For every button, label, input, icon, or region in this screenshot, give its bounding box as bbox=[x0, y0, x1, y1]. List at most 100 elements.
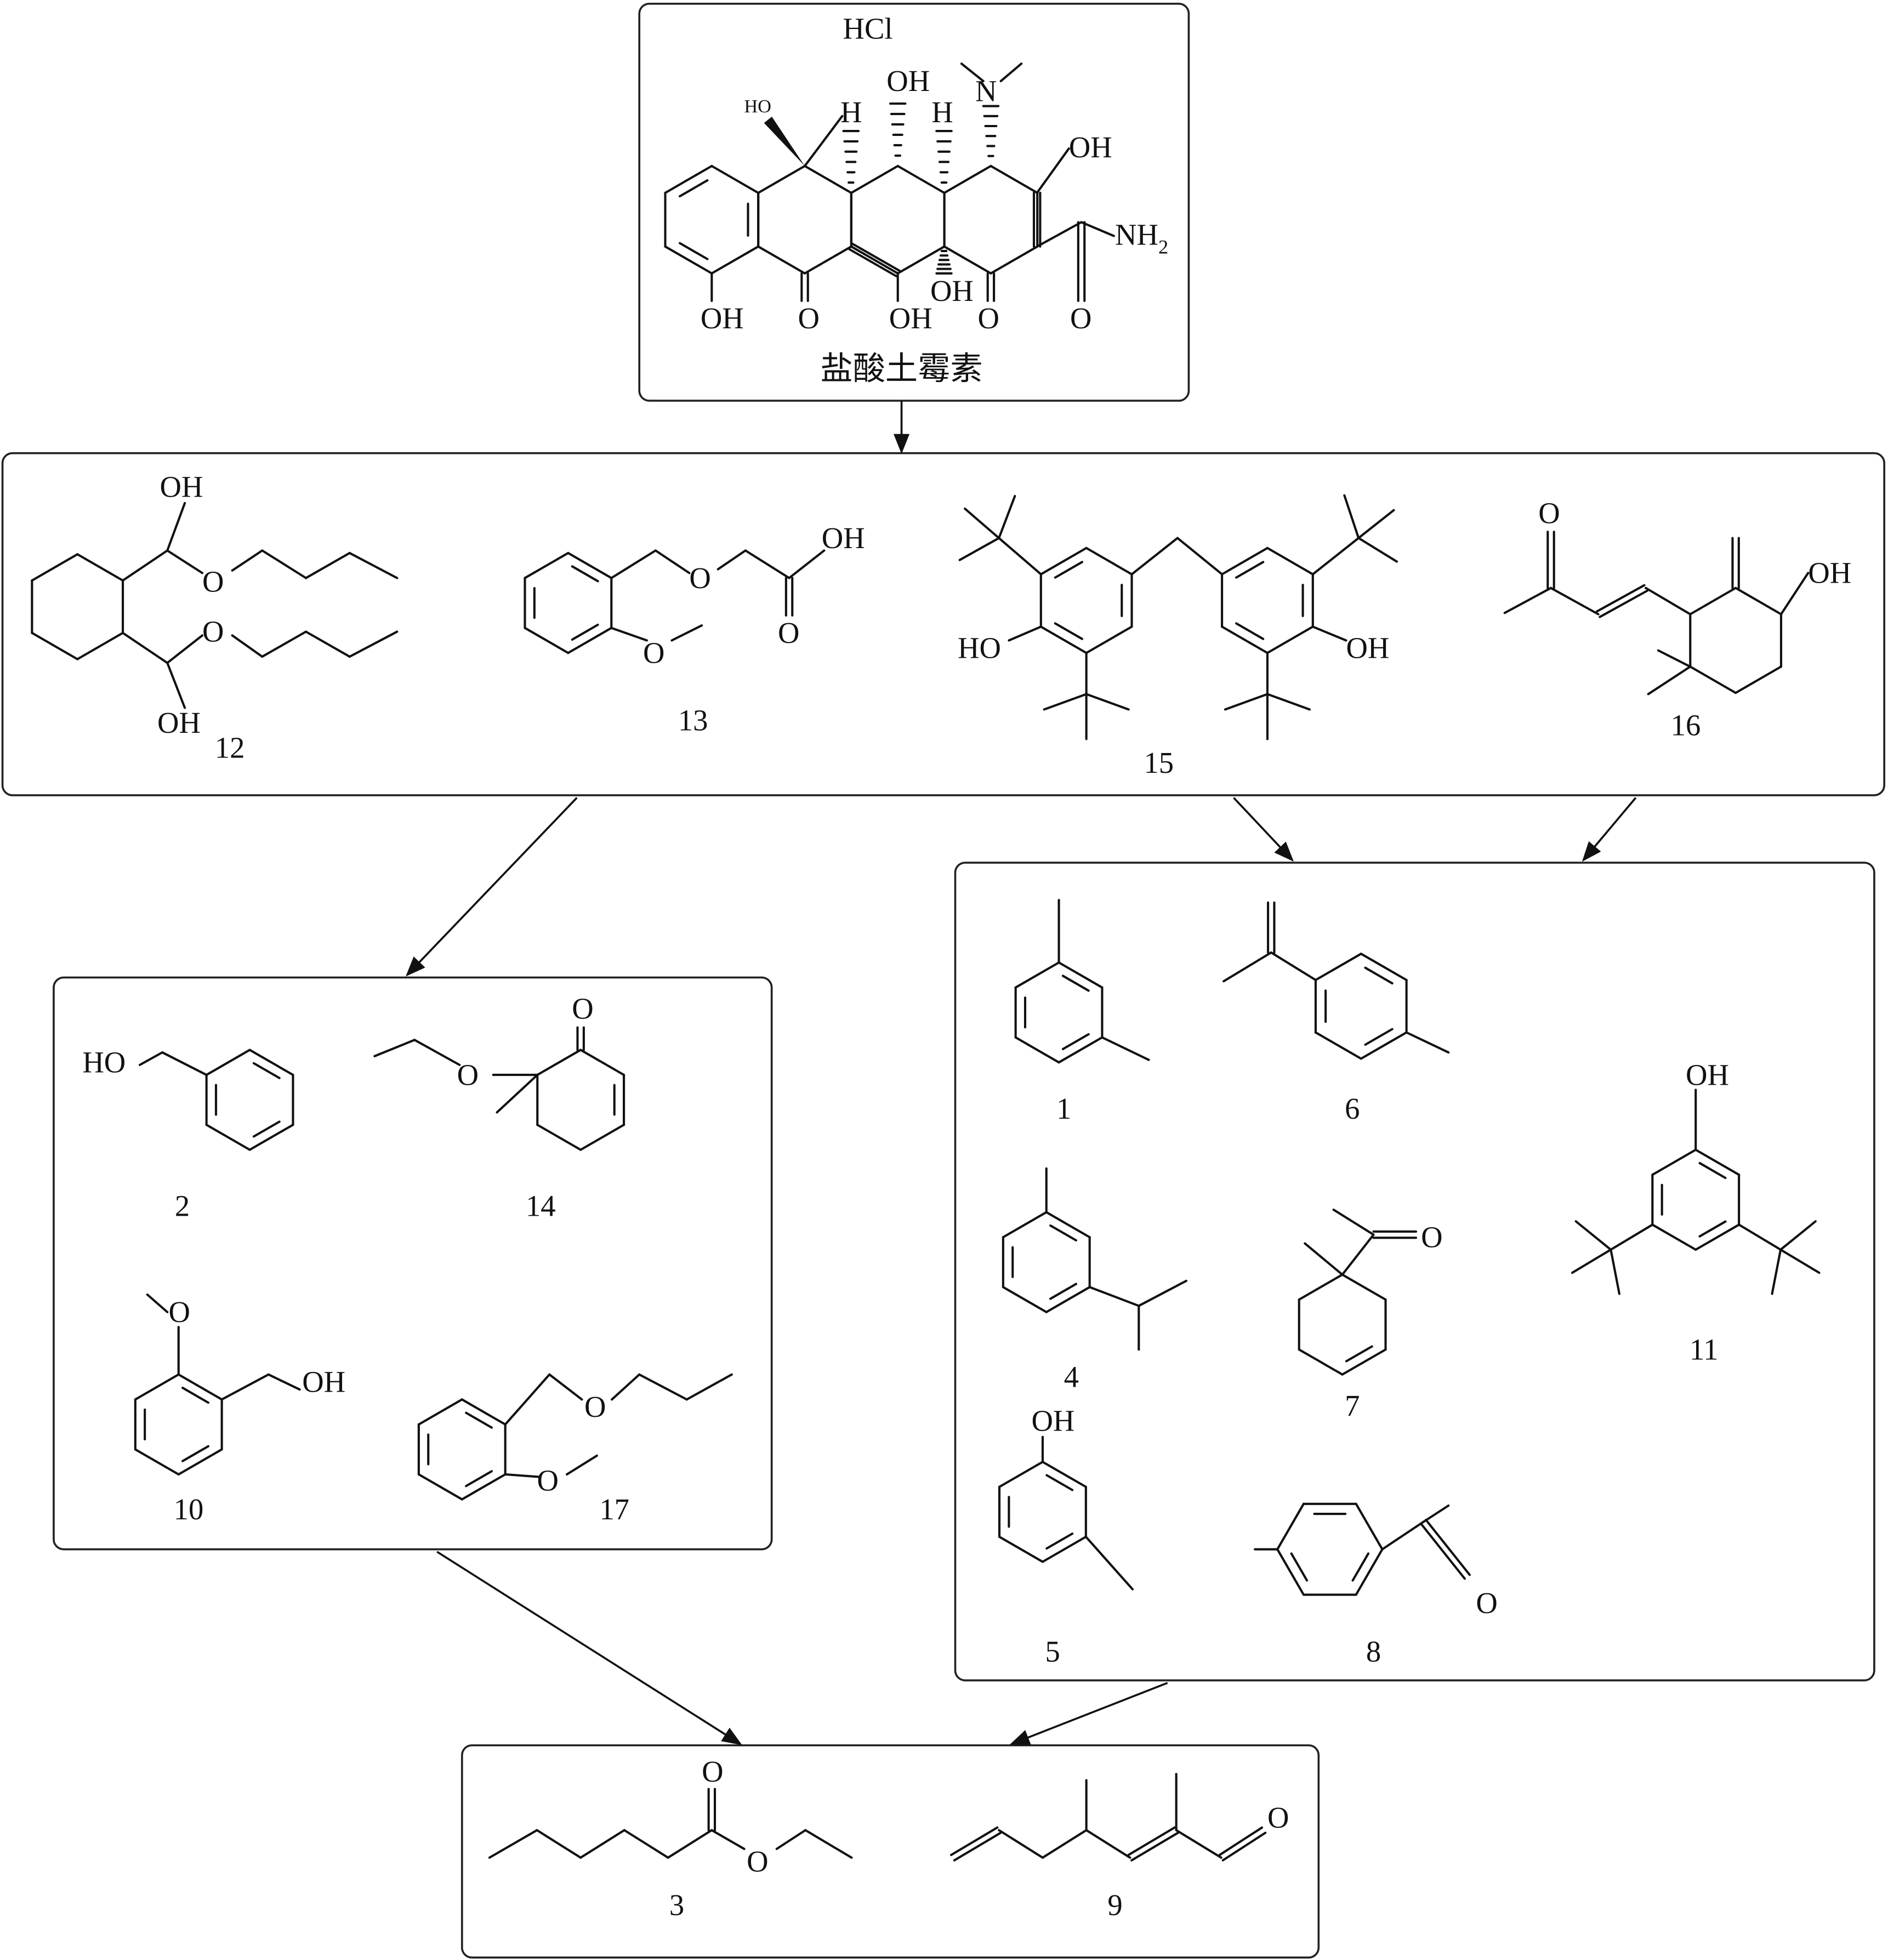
bond bbox=[998, 537, 1042, 576]
bond bbox=[579, 1049, 625, 1076]
bond bbox=[1647, 665, 1692, 696]
bond bbox=[166, 502, 186, 552]
bond bbox=[166, 549, 204, 574]
atom-label: HO bbox=[82, 1046, 126, 1079]
atom-label: OH bbox=[822, 521, 865, 555]
bond bbox=[548, 1373, 583, 1401]
bond bbox=[465, 1470, 493, 1488]
bond bbox=[1364, 1028, 1394, 1046]
atom-label: OH bbox=[1346, 631, 1389, 664]
bond bbox=[1014, 961, 1060, 989]
bond bbox=[757, 164, 806, 194]
box-final-products bbox=[460, 1744, 1320, 1959]
atom-label: O bbox=[702, 1754, 723, 1788]
bond bbox=[1595, 584, 1646, 613]
box-secondary-products-right bbox=[954, 862, 1875, 1682]
bond bbox=[524, 626, 570, 654]
bond bbox=[964, 508, 1000, 539]
bond bbox=[1101, 1036, 1150, 1061]
compound-9: O 9 bbox=[1107, 1801, 1289, 1922]
bond bbox=[567, 626, 613, 654]
bond bbox=[1080, 221, 1115, 237]
bond bbox=[1085, 625, 1133, 654]
bond bbox=[1332, 1209, 1375, 1236]
bond bbox=[1039, 546, 1088, 576]
bond bbox=[1221, 625, 1269, 654]
bond bbox=[373, 1039, 416, 1057]
bond bbox=[134, 1448, 180, 1476]
bond bbox=[1061, 975, 1090, 992]
atom-label: O bbox=[689, 561, 710, 595]
bond bbox=[1054, 561, 1083, 579]
bond bbox=[679, 242, 709, 260]
atom-label: O bbox=[1476, 1586, 1497, 1620]
bond bbox=[1357, 509, 1395, 539]
atom-label: N bbox=[975, 74, 997, 107]
bond bbox=[1355, 1502, 1384, 1551]
compound-number: 2 bbox=[175, 1189, 190, 1223]
bond bbox=[803, 164, 852, 194]
bond bbox=[524, 551, 570, 579]
atom-label: OH bbox=[701, 301, 744, 335]
bond bbox=[803, 115, 844, 167]
atom-label: H bbox=[840, 95, 862, 129]
bond bbox=[1779, 572, 1810, 616]
compound-5: OH 5 bbox=[1031, 1404, 1074, 1668]
bond bbox=[1222, 951, 1272, 983]
bond bbox=[146, 1293, 169, 1313]
bond bbox=[1175, 1829, 1222, 1859]
atom-label: HO bbox=[744, 96, 771, 117]
bond bbox=[1061, 1033, 1090, 1051]
bond bbox=[417, 1473, 463, 1501]
bond bbox=[1276, 1502, 1305, 1551]
atom-label: OH bbox=[160, 470, 203, 504]
bond bbox=[166, 634, 204, 664]
bond bbox=[1002, 1211, 1048, 1239]
oxytetracycline-hydrochloride: HCl HO H OH H N OH NH2 OH O OH OH O O 盐酸… bbox=[701, 12, 1168, 387]
bond bbox=[261, 549, 308, 579]
bond bbox=[623, 1829, 669, 1859]
bond bbox=[1420, 1523, 1466, 1580]
bond bbox=[261, 630, 308, 658]
bond bbox=[1657, 649, 1692, 668]
bond bbox=[1138, 1279, 1187, 1307]
bond bbox=[305, 551, 351, 579]
atom-label: O bbox=[457, 1058, 479, 1091]
atom-label: HO bbox=[958, 631, 1001, 664]
bond bbox=[664, 164, 713, 194]
bond bbox=[1298, 1348, 1344, 1376]
bond bbox=[252, 1062, 281, 1079]
bond bbox=[571, 565, 599, 583]
compound-6: 6 bbox=[1345, 1092, 1360, 1125]
bond bbox=[1270, 951, 1317, 982]
arrow-middle-to-right-1 bbox=[1233, 797, 1294, 862]
compound-number: 10 bbox=[174, 1492, 204, 1526]
bond bbox=[1041, 1829, 1088, 1859]
bond bbox=[1014, 1036, 1060, 1064]
bond bbox=[460, 1398, 507, 1426]
compound-number: 8 bbox=[1366, 1635, 1381, 1668]
bond bbox=[31, 631, 79, 660]
compound-number: 7 bbox=[1345, 1389, 1360, 1422]
atom-label: O bbox=[978, 301, 999, 335]
compound-3: O O 3 bbox=[669, 1754, 769, 1922]
bond bbox=[1085, 693, 1130, 711]
bond bbox=[1235, 622, 1265, 640]
bond bbox=[1045, 1532, 1074, 1550]
bond bbox=[1008, 625, 1042, 642]
bond bbox=[1735, 586, 1783, 616]
bond bbox=[1057, 1036, 1104, 1064]
bond bbox=[848, 248, 897, 277]
bond bbox=[1360, 953, 1408, 982]
atom-label: O bbox=[1421, 1220, 1442, 1254]
compound-15: HO OH 15 bbox=[958, 631, 1389, 779]
bond bbox=[460, 1473, 507, 1501]
bond bbox=[1357, 537, 1398, 563]
bond bbox=[1360, 1031, 1408, 1060]
bond bbox=[1266, 625, 1314, 654]
bond bbox=[504, 1473, 541, 1478]
arrow-left-to-bottom bbox=[436, 1551, 742, 1745]
bond bbox=[413, 1039, 461, 1066]
